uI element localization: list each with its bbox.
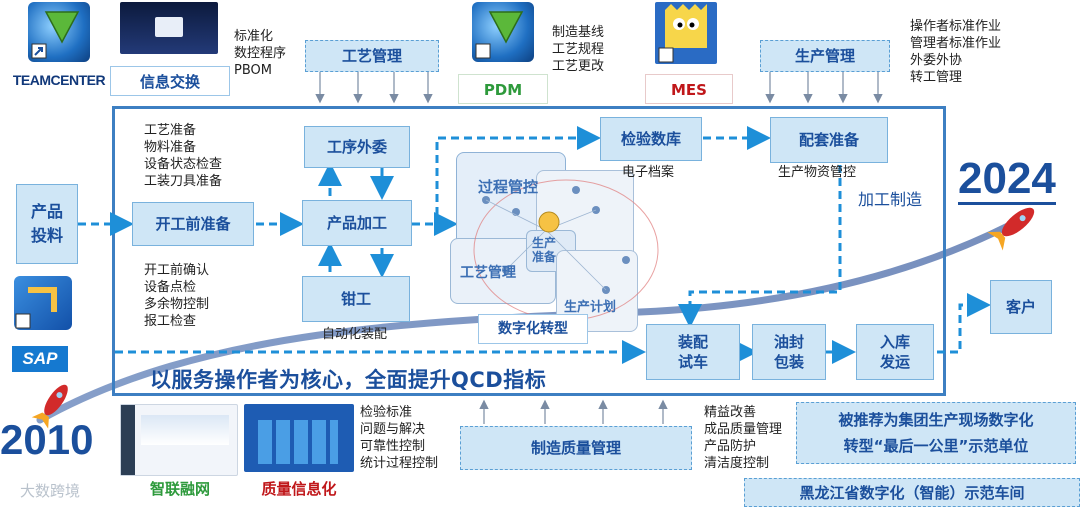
- award-box-2: 黑龙江省数字化（智能）示范车间: [744, 478, 1080, 507]
- manufacturing-frame: [112, 106, 946, 396]
- teamcenter-label: TEAMCENTER: [12, 72, 106, 88]
- year-2010: 2010: [0, 416, 94, 463]
- award-line-3: 黑龙江省数字化（智能）示范车间: [799, 483, 1025, 502]
- process-control-label: 过程管控: [478, 178, 539, 196]
- manufacturing-label: 加工制造: [858, 190, 923, 209]
- teamcenter-logo-icon: [28, 2, 90, 62]
- award-box-1: 被推荐为集团生产现场数字化 转型“最后一公里”示范单位: [796, 402, 1076, 464]
- watermark-text: 大数跨境: [20, 482, 81, 500]
- manufacturing-baseline-note: 制造基线 工艺规程 工艺更改: [552, 25, 605, 74]
- watermark: 大数跨境: [20, 480, 80, 501]
- kitting-preparation-box[interactable]: 配套准备: [770, 117, 888, 163]
- pdm-label: PDM: [458, 74, 548, 104]
- quality-info-screenshot: [244, 404, 354, 472]
- production-prep-label: 生产 准备: [532, 236, 557, 264]
- info-exchange-screenshot: [120, 2, 218, 54]
- prep-note: 工艺准备 物料准备 设备状态检查 工装刀具准备: [144, 123, 223, 189]
- info-exchange-label: 信息交换: [110, 66, 230, 96]
- pre-start-preparation-box[interactable]: 开工前准备: [132, 202, 254, 246]
- sap-label: SAP: [12, 346, 68, 372]
- product-processing-box[interactable]: 产品加工: [302, 200, 412, 246]
- slogan: 以服务操作者为核心，全面提升QCD指标: [150, 368, 547, 392]
- award-line-1: 被推荐为集团生产现场数字化: [838, 411, 1034, 429]
- material-control-note: 生产物资管控: [778, 165, 857, 180]
- smart-fusion-label: 智联融网: [149, 480, 210, 498]
- sap-logo-icon: [14, 276, 72, 330]
- smart-fusion-screenshot: [120, 404, 238, 476]
- auto-assembly-note: 自动化装配: [322, 327, 388, 342]
- process-outsourcing-box[interactable]: 工序外委: [304, 126, 410, 168]
- bpm-note: 标准化 数控程序 PBOM: [234, 29, 287, 78]
- inspection-database-box[interactable]: 检验数库: [600, 117, 702, 161]
- oil-seal-packaging-box[interactable]: 油封 包装: [752, 324, 826, 380]
- quality-info-label: 质量信息化: [261, 480, 337, 498]
- e-archive-note: 电子档案: [622, 165, 675, 180]
- lean-note: 精益改善 成品质量管理 产品防护 清洁度控制: [704, 405, 783, 471]
- fitter-box[interactable]: 钳工: [302, 276, 410, 322]
- production-plan-label: 生产计划: [564, 300, 617, 315]
- product-input-box[interactable]: 产品 投料: [16, 184, 78, 264]
- production-management-box[interactable]: 生产管理: [760, 40, 890, 72]
- assembly-test-box[interactable]: 装配 试车: [646, 324, 740, 380]
- customer-box[interactable]: 客户: [990, 280, 1052, 334]
- manufacturing-quality-box[interactable]: 制造质量管理: [460, 426, 692, 470]
- pre-start-confirm-note: 开工前确认 设备点检 多余物控制 报工检查: [144, 263, 210, 329]
- storage-shipping-box[interactable]: 入库 发运: [856, 324, 934, 380]
- year-2024: 2024: [958, 154, 1056, 205]
- center-process-mgmt-label: 工艺管理: [460, 265, 516, 281]
- quality-standard-note: 检验标准 问题与解决 可靠性控制 统计过程控制: [360, 405, 439, 471]
- award-line-2: 转型“最后一公里”示范单位: [843, 437, 1029, 455]
- mes-label: MES: [645, 74, 733, 104]
- pdm-logo-icon: [472, 2, 534, 62]
- process-management-box[interactable]: 工艺管理: [305, 40, 439, 72]
- mes-logo-icon: [655, 2, 717, 64]
- operator-standard-note: 操作者标准作业 管理者标准作业 外委外协 转工管理: [910, 19, 1002, 85]
- digital-transformation-box[interactable]: 数字化转型: [478, 314, 588, 344]
